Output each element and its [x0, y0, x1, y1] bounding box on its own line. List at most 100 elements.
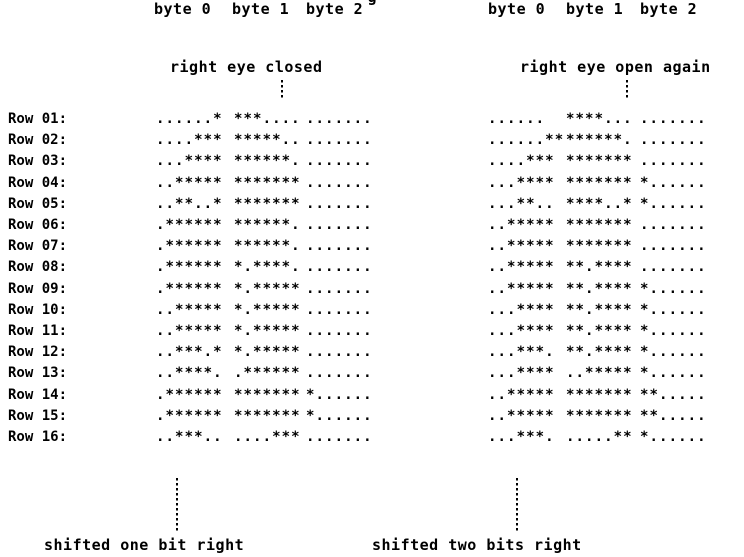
right-bitmap-cell: ******* [566, 387, 633, 403]
left-bitmap-cell: ******* [234, 387, 301, 403]
left-bitmap-cell: ..****. [156, 365, 223, 381]
left-bitmap-cell: ......* [156, 111, 223, 127]
right-bitmap-cell: ******* [566, 217, 633, 233]
right-bitmap-cell: ******* [566, 408, 633, 424]
right-bitmap-cell: **.**** [566, 281, 633, 297]
row-label: Row 15: [8, 408, 67, 424]
right-bitmap-cell: ...... [488, 111, 545, 127]
left-bitmap-cell: ....... [306, 153, 373, 169]
left-bitmap-cell: ....... [306, 323, 373, 339]
right-header-byte2: byte 2 [640, 0, 697, 18]
right-bitmap-cell: ****..* [566, 196, 633, 212]
left-bitmap-cell: .****** [156, 408, 223, 424]
row-label: Row 16: [8, 429, 67, 445]
row-label: Row 14: [8, 387, 67, 403]
right-bitmap-cell: ..***** [488, 281, 555, 297]
left-bitmap-cell: ....... [306, 429, 373, 445]
right-bitmap-cell: ..***** [488, 387, 555, 403]
right-bitmap-cell: **.**** [566, 302, 633, 318]
row-label: Row 08: [8, 259, 67, 275]
left-bitmap-cell: ..***** [156, 323, 223, 339]
right-bitmap-cell: **..... [640, 387, 707, 403]
right-bitmap-cell: ****... [566, 111, 633, 127]
left-caption-top: right eye closed [170, 58, 323, 76]
row-label: Row 04: [8, 175, 67, 191]
left-bitmap-cell: ..***** [156, 302, 223, 318]
right-top-marker [626, 80, 628, 100]
right-bitmap-cell: ...**** [488, 302, 555, 318]
right-bitmap-cell: ....... [640, 111, 707, 127]
left-top-marker [281, 80, 283, 100]
right-bitmap-cell: ...**** [488, 323, 555, 339]
row-label: Row 05: [8, 196, 67, 212]
left-bitmap-cell: ******* [234, 408, 301, 424]
left-bitmap-cell: ***.... [234, 111, 301, 127]
right-bitmap-cell: *...... [640, 323, 707, 339]
left-bitmap-cell: *.***** [234, 281, 301, 297]
left-bitmap-cell: ....... [306, 344, 373, 360]
right-bitmap-cell: ..***** [488, 408, 555, 424]
row-label: Row 09: [8, 281, 67, 297]
right-bitmap-cell: .....** [566, 429, 633, 445]
right-bitmap-cell: ..***** [488, 259, 555, 275]
right-bottom-marker [516, 478, 518, 532]
left-bottom-marker [176, 478, 178, 532]
left-bitmap-cell: .****** [156, 238, 223, 254]
left-bitmap-cell: ******* [234, 175, 301, 191]
row-label: Row 02: [8, 132, 67, 148]
left-bitmap-cell: ******. [234, 238, 301, 254]
right-bitmap-cell: ...***. [488, 344, 555, 360]
left-bitmap-cell: ******. [234, 153, 301, 169]
right-bitmap-cell: ....... [640, 132, 707, 148]
left-bitmap-cell: ....... [306, 302, 373, 318]
right-bitmap-cell: *...... [640, 281, 707, 297]
left-bitmap-cell: *.***** [234, 302, 301, 318]
right-bitmap-cell: **.**** [566, 259, 633, 275]
left-bitmap-cell: *...... [306, 387, 373, 403]
right-bitmap-cell: *...... [640, 344, 707, 360]
left-bitmap-cell: ..***** [156, 175, 223, 191]
left-bitmap-cell: ....... [306, 111, 373, 127]
left-bitmap-cell: .****** [156, 387, 223, 403]
row-label: Row 06: [8, 217, 67, 233]
right-bitmap-cell: *...... [640, 302, 707, 318]
left-bitmap-cell: .****** [234, 365, 301, 381]
row-label: Row 03: [8, 153, 67, 169]
top-fragment: g [0, 0, 744, 6]
left-bitmap-cell: ....... [306, 238, 373, 254]
left-bitmap-cell: ....... [306, 175, 373, 191]
left-header-byte0: byte 0 [154, 0, 211, 18]
right-bitmap-cell: ...**** [488, 175, 555, 191]
left-bitmap-cell: .****** [156, 259, 223, 275]
row-label: Row 11: [8, 323, 67, 339]
left-bitmap-cell: .****** [156, 217, 223, 233]
row-label: Row 01: [8, 111, 67, 127]
left-bitmap-cell: ..***.. [156, 429, 223, 445]
right-bitmap-cell: ....... [640, 238, 707, 254]
row-label: Row 13: [8, 365, 67, 381]
right-bitmap-cell: ...**.. [488, 196, 555, 212]
right-header-byte0: byte 0 [488, 0, 545, 18]
right-bitmap-cell: ..***** [488, 238, 555, 254]
right-bitmap-cell: ...***. [488, 429, 555, 445]
right-bitmap-cell: ******* [566, 238, 633, 254]
right-caption-top: right eye open again [520, 58, 711, 76]
left-bitmap-cell: *...... [306, 408, 373, 424]
right-bitmap-cell: ......** [488, 132, 564, 148]
row-label: Row 12: [8, 344, 67, 360]
right-bitmap-cell: ******. [566, 132, 633, 148]
left-bitmap-cell: ..***.* [156, 344, 223, 360]
right-bitmap-cell: **.**** [566, 344, 633, 360]
left-bitmap-cell: ....... [306, 365, 373, 381]
left-bitmap-cell: *****.. [234, 132, 301, 148]
right-bitmap-cell: ....... [640, 153, 707, 169]
right-header-byte1: byte 1 [566, 0, 623, 18]
left-bitmap-cell: ....... [306, 281, 373, 297]
right-bitmap-cell: ...**** [488, 365, 555, 381]
left-header-byte2: byte 2 [306, 0, 363, 18]
left-header-byte1: byte 1 [232, 0, 289, 18]
left-bitmap-cell: *.***** [234, 344, 301, 360]
left-bitmap-cell: ....... [306, 132, 373, 148]
row-label: Row 10: [8, 302, 67, 318]
